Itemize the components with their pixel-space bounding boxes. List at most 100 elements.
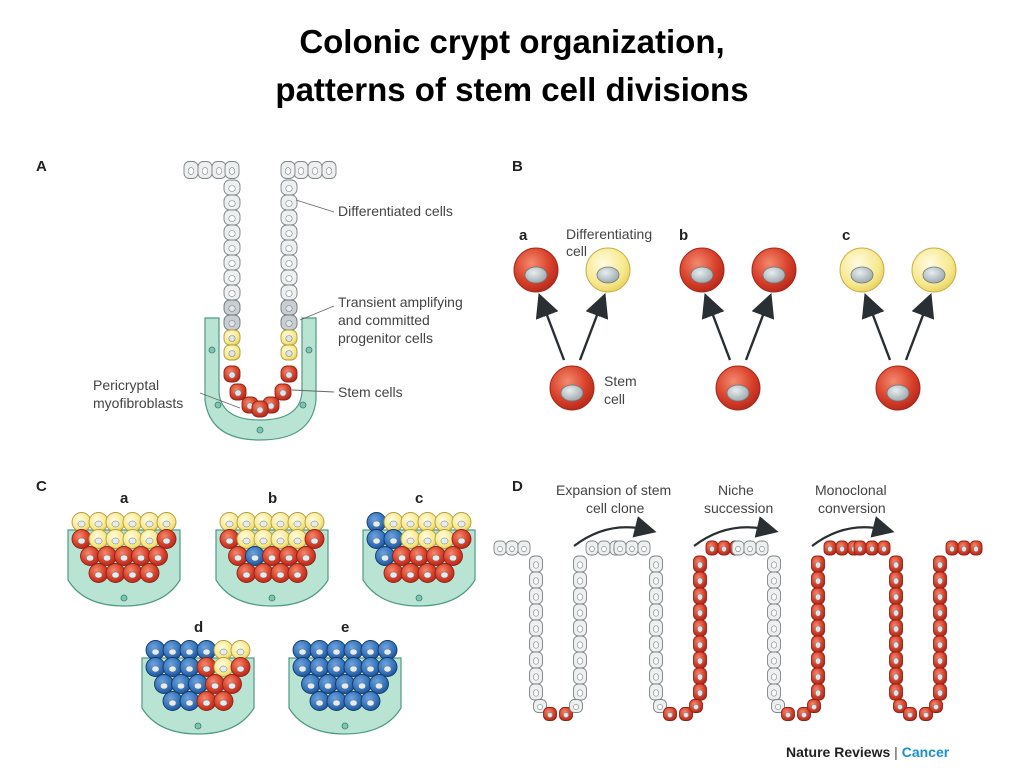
differentiated-cell	[653, 699, 667, 713]
stem-cell	[889, 667, 903, 685]
clone-cell	[245, 546, 265, 566]
progenitor-cell	[400, 512, 421, 532]
progenitor-cell	[105, 512, 126, 532]
stem-cell	[229, 383, 247, 401]
stem-cell	[689, 699, 703, 713]
differentiated-cell	[625, 540, 639, 556]
stem-cell	[693, 635, 707, 653]
progenitor-cell	[434, 529, 455, 549]
stem-cell	[797, 707, 811, 721]
differentiated-cell	[573, 571, 587, 589]
label-differentiating-2: cell	[566, 243, 587, 259]
stem-cell	[781, 707, 795, 721]
label-stem-1: Stem	[604, 373, 637, 389]
elongated-crypt	[853, 540, 983, 721]
label-niche-1: Niche	[718, 482, 754, 498]
differentiated-cell	[280, 284, 298, 301]
division-arrow	[578, 293, 609, 361]
arrow-expansion	[573, 516, 657, 547]
differentiating-cell	[839, 247, 885, 293]
panel-d-crypts	[493, 540, 983, 721]
title-line-2: patterns of stem cell divisions	[275, 71, 749, 108]
stem-cell	[693, 555, 707, 573]
stem-cell	[71, 529, 92, 549]
slide-title: Colonic crypt organization, patterns of …	[0, 18, 1024, 114]
differentiated-cell	[223, 254, 241, 271]
differentiated-cell	[293, 161, 309, 179]
differentiated-cell	[597, 540, 611, 556]
clone-cell	[377, 640, 398, 660]
stem-cell	[270, 563, 291, 583]
stem-cell	[287, 563, 308, 583]
panel-d-letter: D	[512, 478, 523, 495]
stem-cell	[279, 546, 299, 566]
differentiated-cell	[767, 555, 781, 573]
progenitor-cell	[451, 512, 472, 532]
crypt-bottom	[288, 640, 402, 735]
stem-cell	[451, 529, 472, 549]
stem-cell	[122, 563, 143, 583]
stem-cell	[262, 546, 282, 566]
grey-cell	[223, 314, 241, 331]
stem-cell	[426, 546, 446, 566]
panel-c: C a b c d e	[36, 478, 476, 735]
clone-cell	[188, 674, 208, 694]
progenitor-cell	[270, 529, 291, 549]
differentiated-cell	[573, 683, 587, 701]
clone-cell	[179, 691, 200, 711]
differentiated-cell	[649, 587, 663, 605]
myofibroblast-nucleus	[214, 401, 222, 409]
clone-cell	[369, 674, 389, 694]
stem-cell	[717, 540, 731, 556]
myofibroblast-nucleus	[299, 401, 307, 409]
stem-cell	[88, 563, 109, 583]
stem-cell	[196, 657, 217, 677]
clone-cell	[360, 640, 381, 660]
clone-cell	[377, 657, 398, 677]
differentiated-cell	[223, 209, 241, 226]
differentiated-cell	[529, 635, 543, 653]
stem-cell	[693, 603, 707, 621]
stem-cell	[889, 603, 903, 621]
clone-cell	[171, 674, 191, 694]
myofibroblast-nucleus	[305, 346, 313, 354]
clone-cell	[366, 512, 387, 532]
clone-cell	[383, 529, 404, 549]
progenitor-cell	[88, 529, 109, 549]
progenitor-cell	[122, 529, 143, 549]
progenitor-cell	[223, 329, 241, 346]
panel-b-sub-b: b	[679, 227, 688, 244]
differentiated-cell	[223, 224, 241, 241]
stem-cell	[139, 563, 160, 583]
stem-cell	[933, 619, 947, 637]
differentiated-cell	[649, 667, 663, 685]
division-arrow	[861, 293, 892, 361]
clone-cell	[375, 546, 395, 566]
panel-b-sub-c: c	[842, 227, 850, 244]
crypt-bottom	[215, 512, 329, 607]
figure-credit: Nature Reviews | Cancer	[786, 744, 949, 760]
division-arrow	[701, 293, 732, 361]
progenitor-cell	[287, 529, 308, 549]
differentiated-cell	[573, 587, 587, 605]
differentiated-cell	[223, 179, 241, 196]
label-expansion-2: cell clone	[586, 500, 645, 516]
panel-c-sub-d: d	[194, 619, 203, 636]
stem-cell	[811, 603, 825, 621]
clone-cell	[309, 640, 330, 660]
differentiated-cell	[183, 161, 199, 179]
stem-cell	[933, 635, 947, 653]
stem-cell	[114, 546, 134, 566]
progenitor-cell	[417, 529, 438, 549]
clone-cell	[366, 529, 387, 549]
stem-cell	[823, 540, 837, 556]
myofibroblast-nucleus	[268, 594, 276, 602]
panel-c-letter: C	[36, 478, 47, 495]
division-arrow	[904, 293, 935, 361]
stem-cell	[807, 699, 821, 713]
differentiated-cell	[307, 161, 323, 179]
stem-cell	[236, 563, 257, 583]
clone-cell	[301, 674, 321, 694]
clone-cell	[326, 691, 347, 711]
